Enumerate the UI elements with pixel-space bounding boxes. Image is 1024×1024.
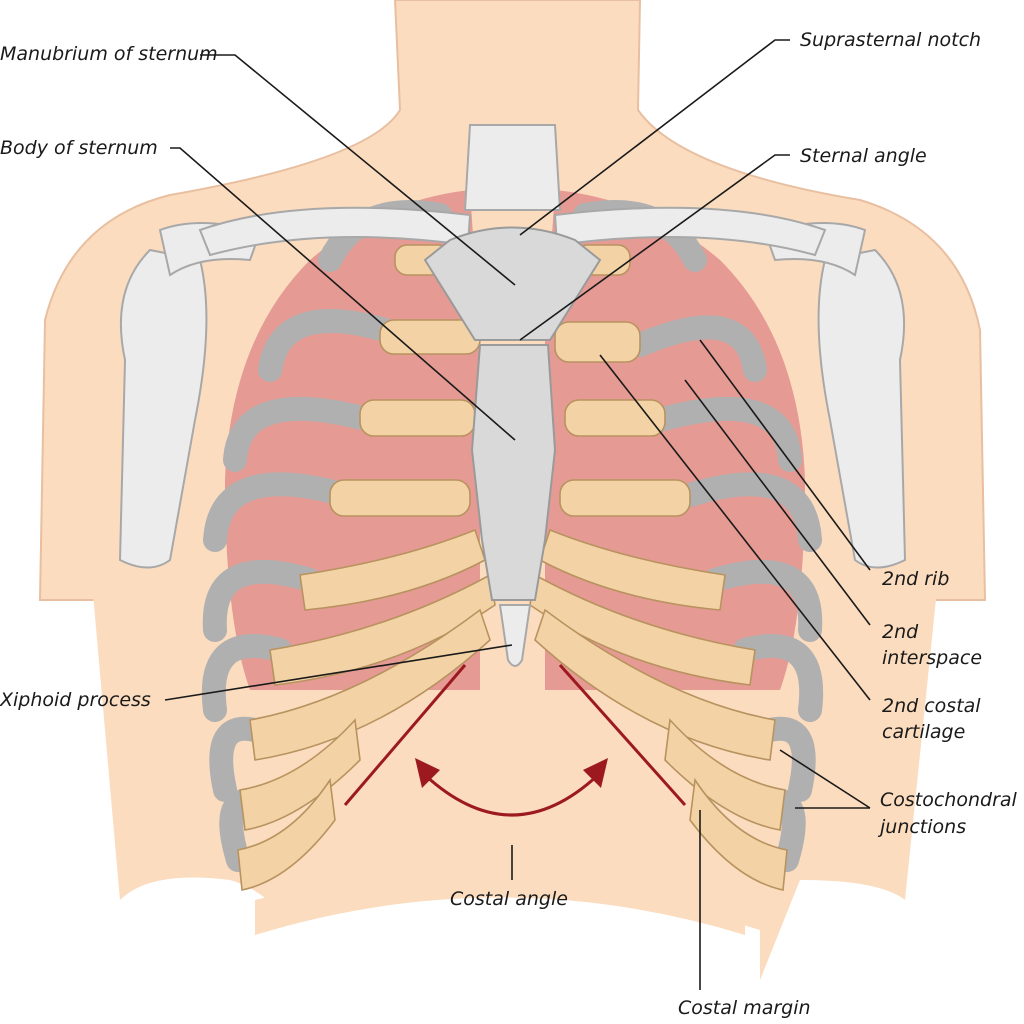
left-costal-line bbox=[343, 664, 467, 806]
leader-suprasternal bbox=[519, 39, 790, 236]
rib-left-2 bbox=[258, 309, 397, 382]
label-2nd-interspace-2: interspace bbox=[882, 647, 982, 669]
costal-angle-arc bbox=[423, 773, 600, 817]
leader-manubrium bbox=[200, 54, 516, 286]
cartilage-right-2 bbox=[554, 321, 641, 363]
label-costochondral-1: Costochondral bbox=[880, 789, 1018, 811]
right-humerus bbox=[817, 248, 907, 569]
sternum bbox=[423, 124, 602, 667]
rib-right-7 bbox=[758, 716, 816, 802]
cartilage-left-7 bbox=[249, 608, 491, 761]
ribs bbox=[201, 200, 824, 872]
leader-sternal-angle bbox=[519, 154, 790, 341]
cartilage-right-8 bbox=[664, 718, 786, 831]
cartilage-left-4 bbox=[329, 479, 471, 517]
rib-right-5 bbox=[703, 559, 823, 642]
rib-left-3 bbox=[223, 396, 382, 472]
leader-2nd-interspace bbox=[684, 379, 871, 626]
arrow-head-left bbox=[415, 758, 440, 788]
rib-left-5 bbox=[202, 559, 322, 642]
leader-2nd-rib bbox=[699, 339, 871, 571]
rib-right-2 bbox=[628, 315, 767, 382]
label-xiphoid: Xiphoid process bbox=[0, 689, 151, 711]
label-body-of-sternum: Body of sternum bbox=[0, 137, 158, 159]
vertebra bbox=[463, 124, 562, 211]
leader-body bbox=[170, 147, 516, 441]
xiphoid bbox=[498, 604, 532, 667]
cartilage-right-9 bbox=[689, 777, 788, 891]
cartilage-right-4 bbox=[559, 479, 691, 517]
cartilage-right-7 bbox=[534, 608, 776, 761]
cartilage-left-3 bbox=[359, 399, 476, 437]
left-humerus bbox=[118, 248, 208, 569]
rib-left-6 bbox=[201, 634, 292, 722]
label-costal-angle: Costal angle bbox=[450, 888, 568, 910]
cartilage-left-8 bbox=[239, 718, 361, 831]
leader-2nd-cartilage bbox=[599, 354, 871, 701]
rib-right-4 bbox=[678, 472, 822, 552]
label-2nd-interspace-1: 2nd bbox=[882, 621, 919, 643]
lower-skin-curve bbox=[255, 870, 745, 935]
rib-left-4 bbox=[203, 472, 357, 552]
cartilage-left-9 bbox=[237, 777, 336, 891]
leader-lines bbox=[164, 39, 871, 990]
label-2nd-cartilage-1: 2nd costal bbox=[882, 695, 981, 717]
label-2nd-cartilage-2: cartilage bbox=[882, 721, 965, 743]
sternum-body bbox=[470, 344, 557, 601]
label-2nd-rib: 2nd rib bbox=[882, 568, 949, 590]
label-manubrium: Manubrium of sternum bbox=[0, 43, 218, 65]
leader-xiphoid bbox=[164, 644, 513, 701]
right-costal-line bbox=[558, 664, 687, 806]
costal-cartilages bbox=[237, 244, 788, 891]
rib-left-7 bbox=[209, 716, 267, 802]
rib-right-3 bbox=[648, 396, 802, 472]
cartilage-left-6 bbox=[269, 573, 496, 686]
rib-right-6 bbox=[733, 634, 824, 722]
label-costal-margin: Costal margin bbox=[678, 997, 811, 1019]
costal-angle-indicator bbox=[343, 664, 687, 817]
labels: Manubrium of sternum Suprasternal notch … bbox=[0, 29, 1018, 1019]
lower-background bbox=[235, 890, 760, 1024]
arrow-head-right bbox=[583, 758, 608, 788]
label-sternal-angle: Sternal angle bbox=[800, 145, 927, 167]
leader-costochondral-a bbox=[779, 749, 871, 809]
label-costochondral-2: junctions bbox=[877, 816, 966, 838]
cartilage-right-3 bbox=[564, 399, 666, 437]
label-suprasternal-notch: Suprasternal notch bbox=[800, 29, 981, 51]
